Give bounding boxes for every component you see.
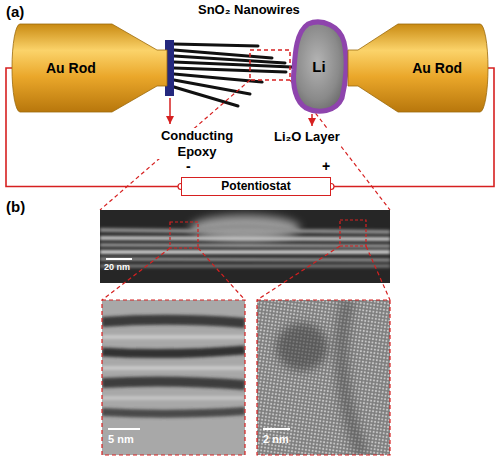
node-label: Potentiostat	[221, 180, 290, 194]
scale-bar-label: 2 nm	[263, 433, 289, 446]
node-label: Li	[312, 58, 325, 75]
part-label: SnO₂ Nanowires	[198, 2, 300, 18]
tem-image-lattice	[257, 300, 390, 455]
gold-rod-outline	[12, 24, 167, 112]
lithium-blob: Li	[290, 20, 348, 114]
gold-rod-outline	[348, 24, 488, 112]
scale-bar-label: 20 nm	[104, 262, 130, 273]
zoom-leader	[257, 246, 340, 300]
polarity-sign: -	[186, 158, 191, 175]
tem-image-layers	[102, 300, 245, 455]
zoom-leader	[102, 248, 170, 300]
panel-letter: (a)	[6, 3, 24, 21]
tem-image-overview	[100, 210, 390, 283]
polarity-sign: +	[322, 158, 330, 175]
zoom-box	[250, 50, 290, 80]
leader-arrow	[311, 114, 313, 126]
scale-bar-label: 5 nm	[108, 433, 134, 446]
zoom-leader	[366, 246, 390, 300]
leader-arrow	[169, 98, 171, 124]
part-label: Conducting Epoxy	[140, 128, 254, 159]
part-label: Li₂O Layer	[272, 129, 342, 145]
gold-rod: Au Rod	[348, 24, 488, 112]
panel-letter: (b)	[6, 198, 25, 216]
zoom-leader	[198, 248, 245, 300]
potentiostat-box: Potentiostat	[181, 177, 331, 196]
nanowire-bundle	[174, 44, 292, 106]
node-label: Au Rod	[412, 60, 462, 76]
gold-rod: Au Rod	[12, 24, 167, 112]
lithium-blob-outline	[294, 22, 347, 111]
node-label: Au Rod	[46, 60, 96, 76]
